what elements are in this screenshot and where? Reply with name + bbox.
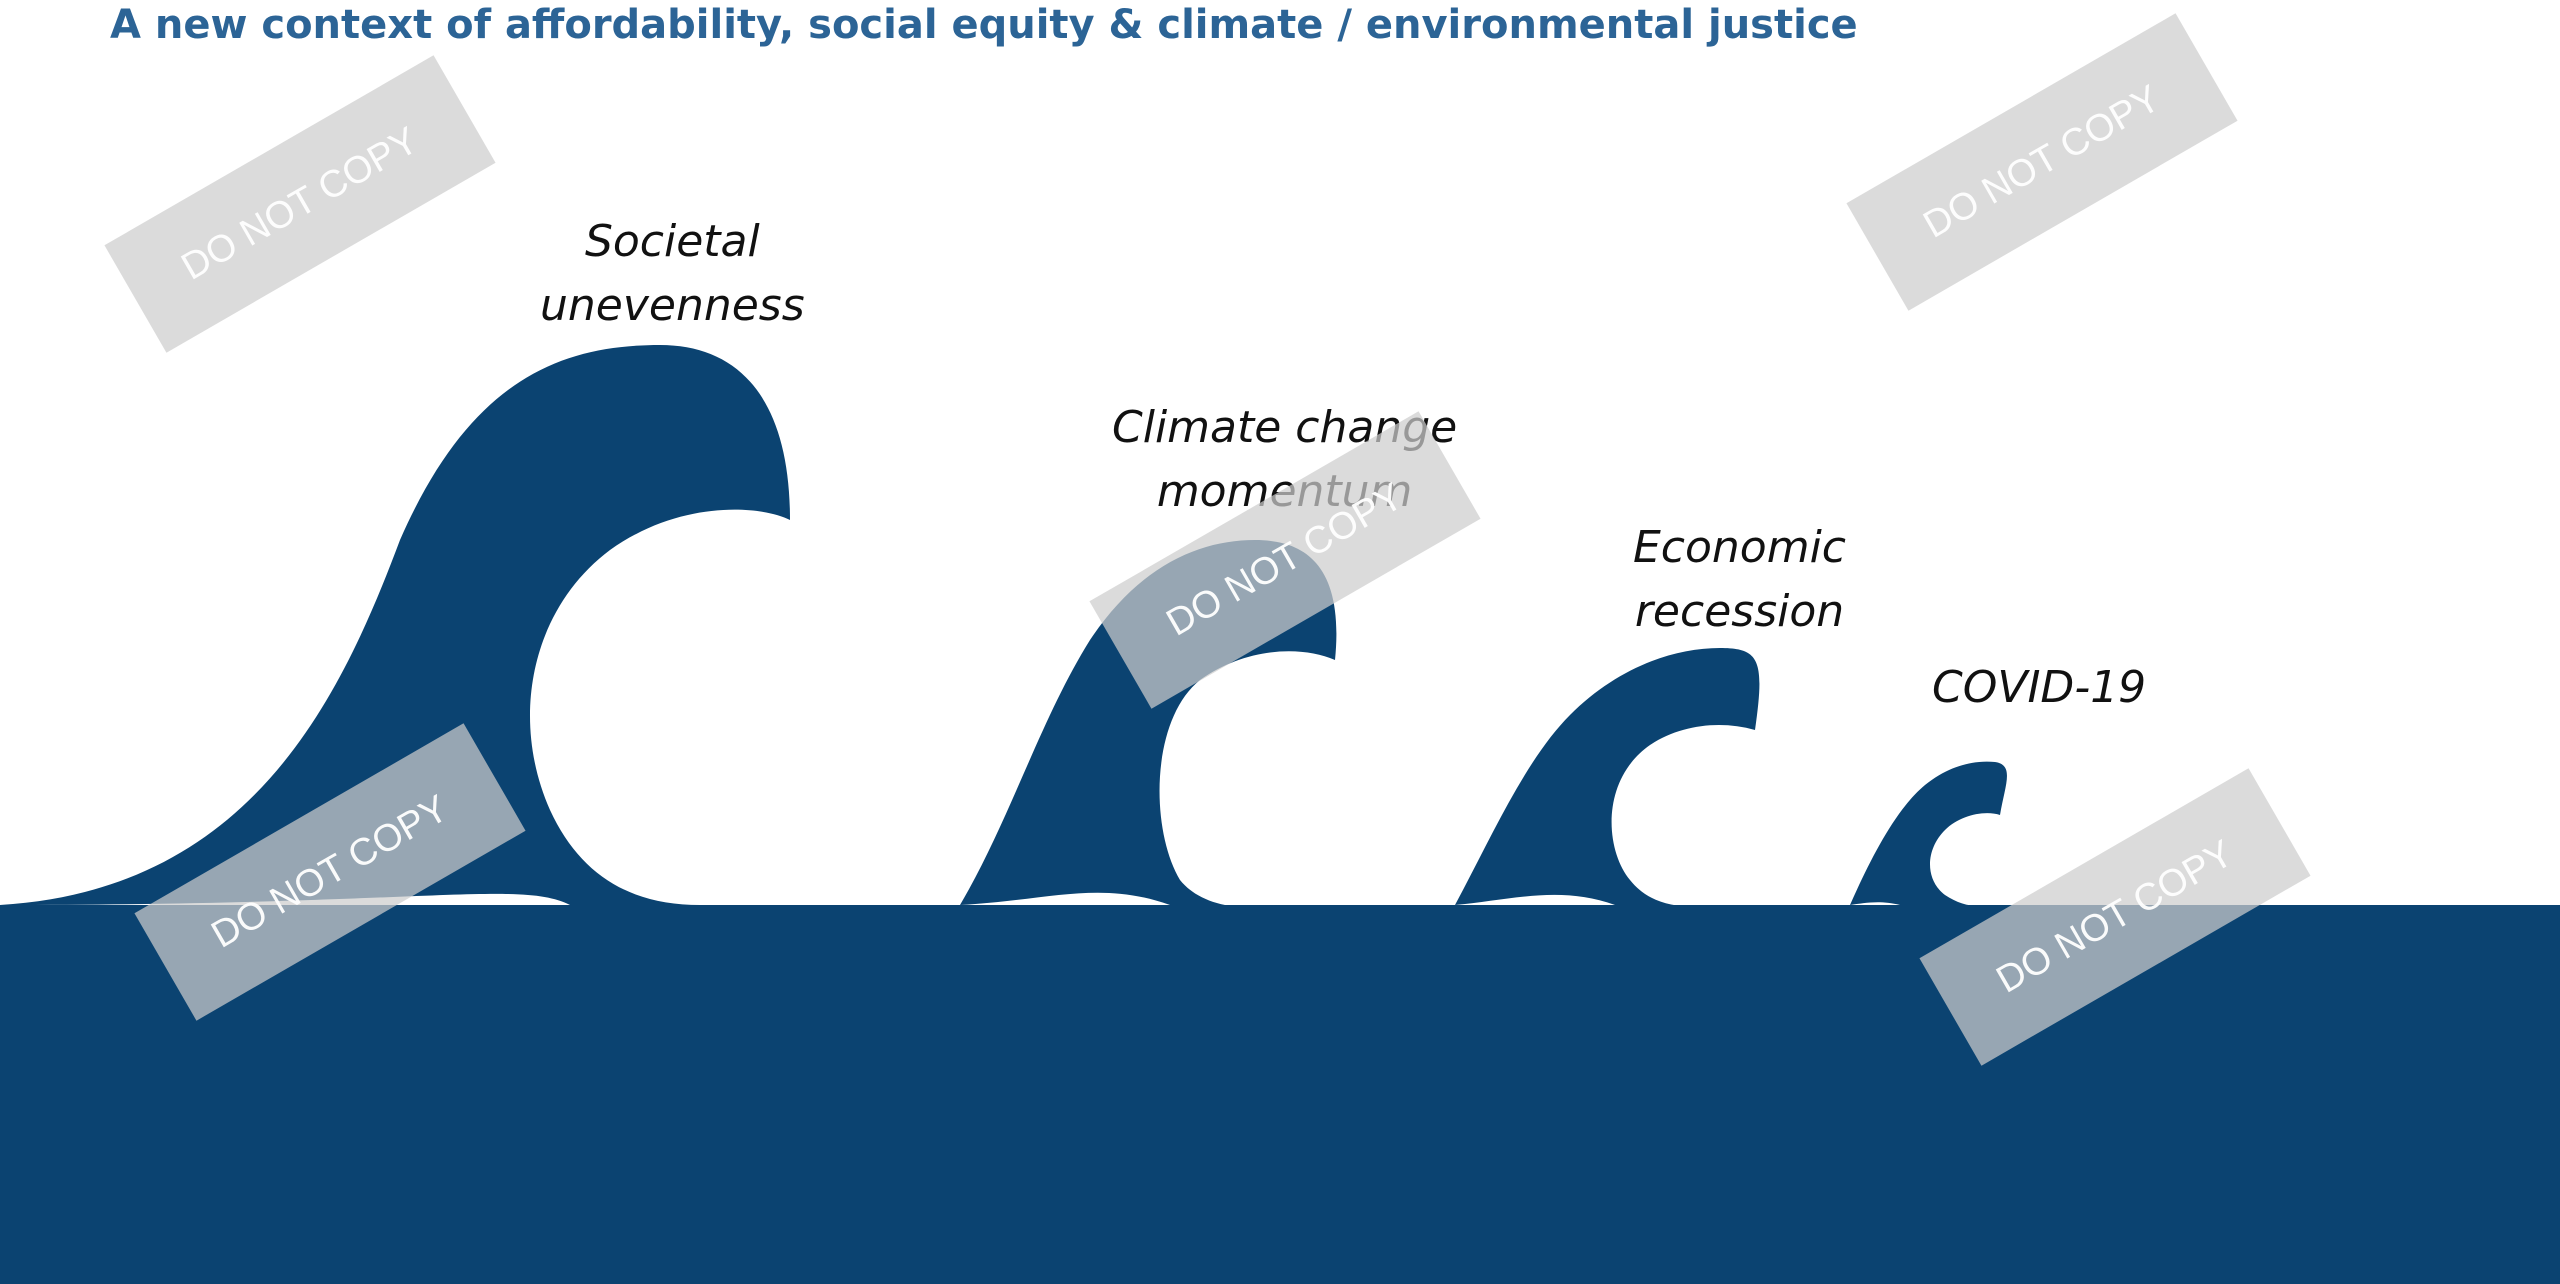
wave-label-covid-19: COVID-19 <box>1932 662 2147 713</box>
wave-societal-unevenness <box>0 345 790 905</box>
wave-economic-recession <box>1455 648 1760 907</box>
sea-band <box>0 905 2560 1284</box>
wave-label-economic-recession: Economic recession <box>1633 522 1846 637</box>
wave-covid-19 <box>1850 761 2007 907</box>
wave-label-societal-unevenness: Societal unevenness <box>540 216 805 331</box>
page-title: A new context of affordability, social e… <box>110 2 1858 48</box>
